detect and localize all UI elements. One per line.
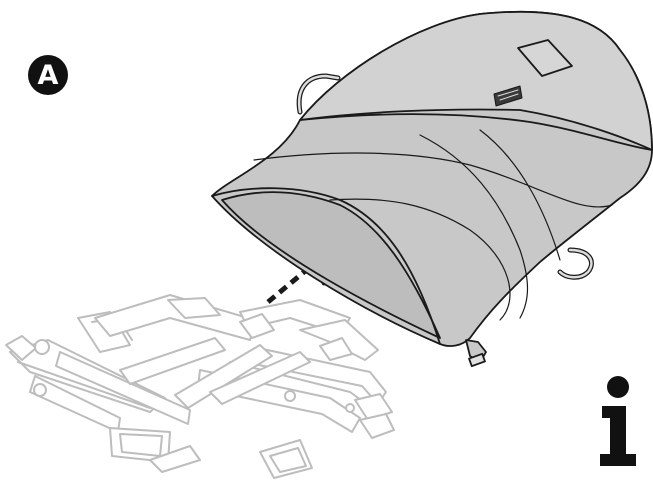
step-badge-icon: A — [28, 55, 68, 95]
info-icon — [600, 376, 636, 466]
folded-bike-rack-illustration — [5, 294, 395, 479]
step-label: A — [37, 60, 59, 91]
storage-bag-illustration — [211, 10, 653, 368]
